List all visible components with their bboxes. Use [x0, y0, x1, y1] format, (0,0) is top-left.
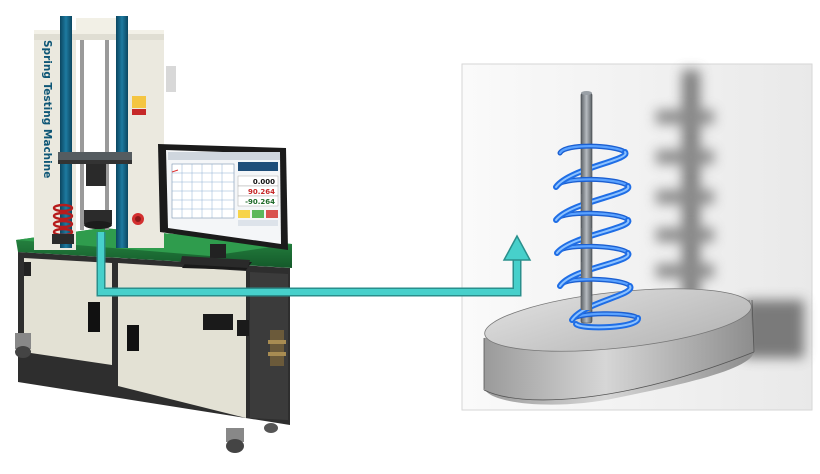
machine-frame: Spring Testing Machine — [34, 16, 176, 250]
caster-wheels — [15, 333, 278, 453]
helical-spring — [553, 143, 641, 331]
flow-arrow-icon — [96, 232, 532, 297]
readout-3: -90.264 — [245, 198, 275, 206]
readout-1: 0.000 — [253, 178, 275, 186]
model-shadow — [656, 70, 804, 358]
cad-spring-model-panel — [461, 63, 813, 411]
base-disc — [483, 288, 755, 405]
machine-cabinet — [18, 252, 290, 425]
monitor-readouts: 0.000 90.264 -90.264 — [237, 162, 279, 226]
spring-testing-machine: Spring Testing Machine — [15, 16, 292, 453]
machine-vertical-label: Spring Testing Machine — [41, 40, 53, 178]
monitor: 0.000 90.264 -90.264 — [158, 144, 288, 270]
readout-2: 90.264 — [248, 188, 275, 196]
monitor-chart — [171, 163, 235, 219]
